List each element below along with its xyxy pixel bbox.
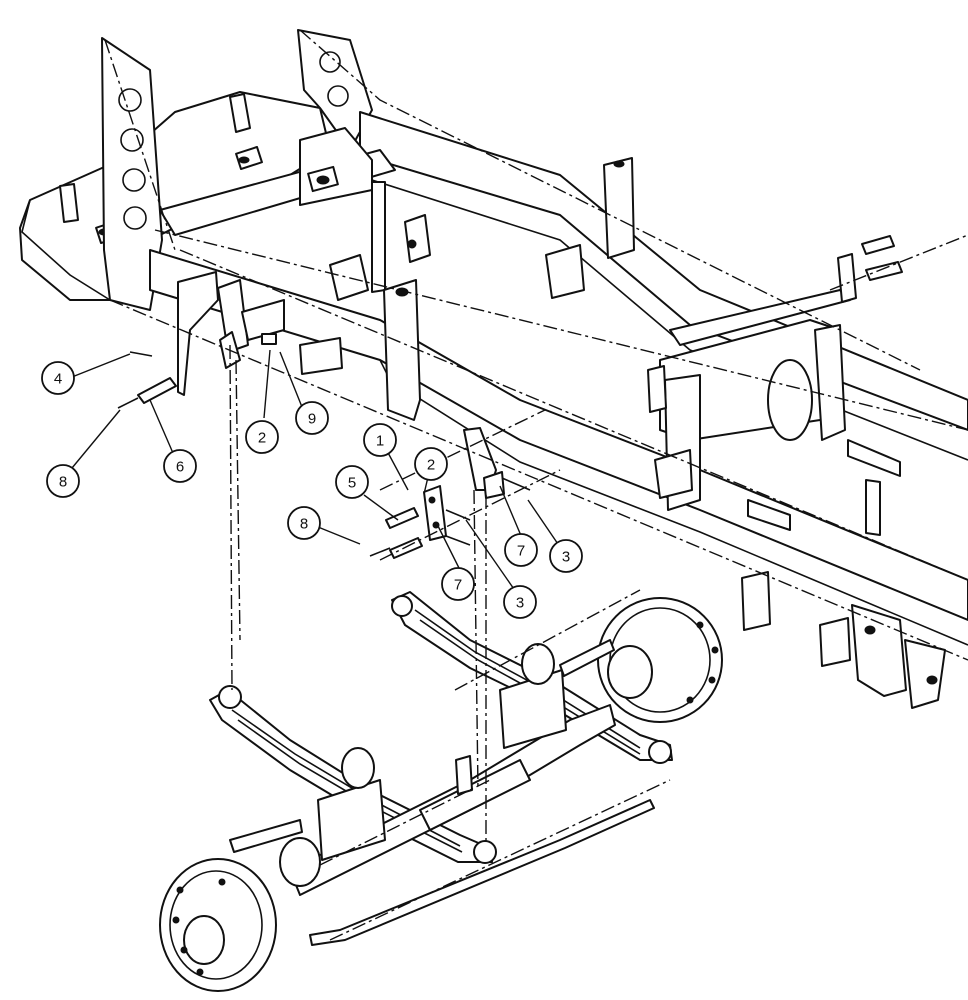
svg-text:1: 1 <box>376 433 384 450</box>
svg-text:2: 2 <box>427 457 435 474</box>
axle-assembly <box>159 591 723 992</box>
svg-text:4: 4 <box>54 371 62 388</box>
callout-1: 1 <box>363 423 397 457</box>
callout-3: 3 <box>549 539 583 573</box>
svg-text:2: 2 <box>258 430 266 447</box>
callout-leaders <box>71 349 561 593</box>
callout-7: 7 <box>504 533 538 567</box>
left-frame-bracket <box>101 37 163 311</box>
svg-text:3: 3 <box>562 549 570 566</box>
air-bag-front <box>341 747 375 789</box>
callout-5: 5 <box>335 465 369 499</box>
callout-7: 7 <box>441 567 475 601</box>
svg-text:7: 7 <box>454 577 462 594</box>
svg-text:8: 8 <box>300 516 308 533</box>
callout-3: 3 <box>503 585 537 619</box>
callout-2: 2 <box>414 447 448 481</box>
svg-text:9: 9 <box>308 411 316 428</box>
air-bag-rear <box>521 643 555 685</box>
spring-hanger <box>177 271 219 396</box>
rear-spring-hanger <box>851 604 907 697</box>
svg-text:6: 6 <box>176 459 184 476</box>
vehicle-frame <box>19 29 968 709</box>
callout-2: 2 <box>245 420 279 454</box>
pin-part-6 <box>137 377 177 404</box>
callout-8: 8 <box>46 464 80 498</box>
svg-text:7: 7 <box>517 543 525 560</box>
svg-text:3: 3 <box>516 595 524 612</box>
spring-hanger-post <box>383 279 421 421</box>
callout-8: 8 <box>287 506 321 540</box>
callout-6: 6 <box>163 449 197 483</box>
callout-9: 9 <box>295 401 329 435</box>
svg-text:8: 8 <box>59 474 67 491</box>
callouts: 4 8 6 2 9 1 2 5 8 7 3 7 <box>41 361 583 619</box>
tie-rod <box>309 799 655 946</box>
callout-4: 4 <box>41 361 75 395</box>
assembly-centerlines <box>104 29 968 941</box>
svg-text:5: 5 <box>348 475 356 492</box>
